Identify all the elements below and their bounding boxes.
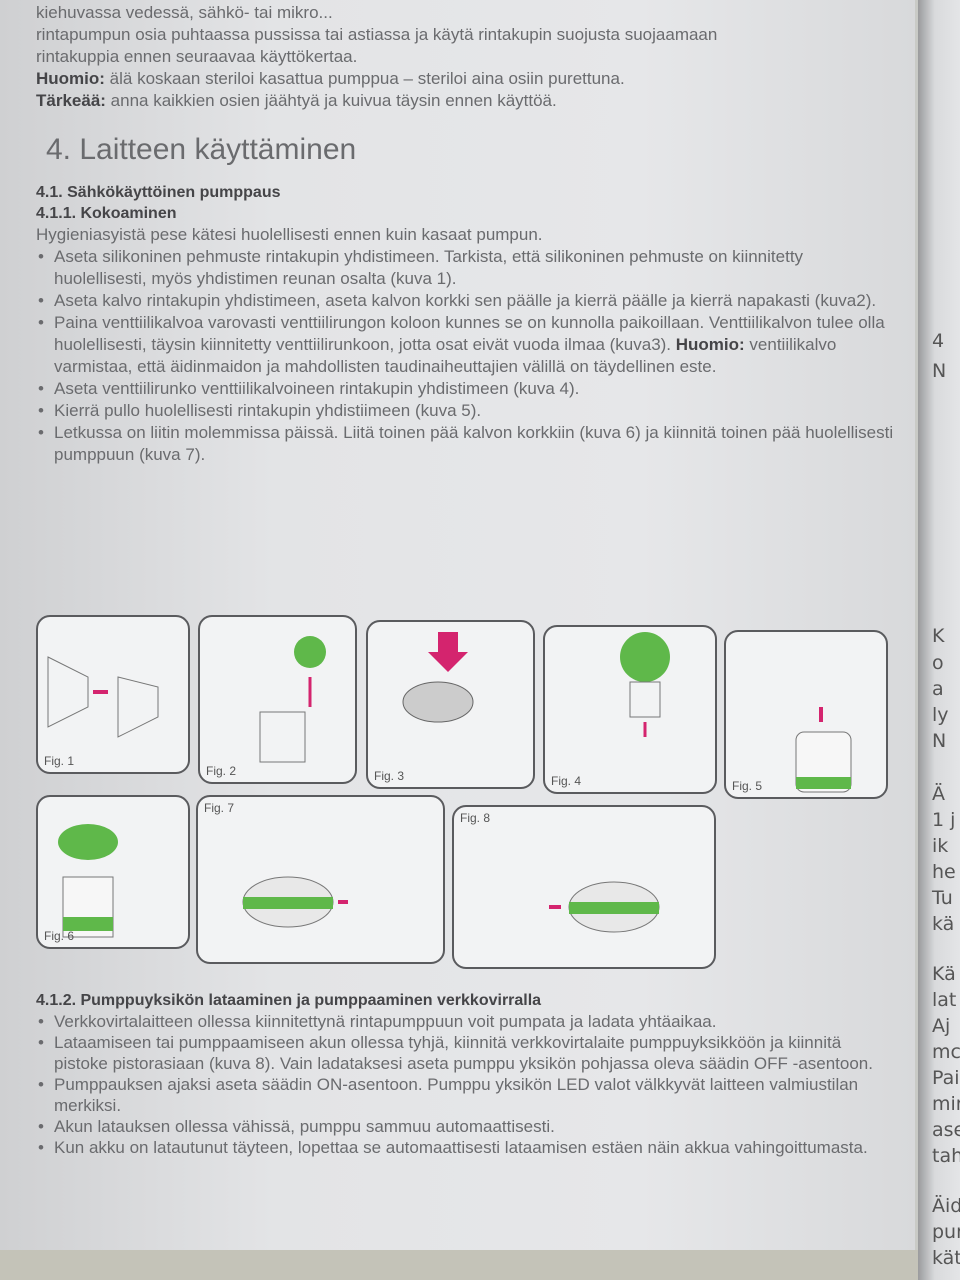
figure-7: Fig. 7 [196, 795, 445, 964]
subsection-title: 4.1. Sähkökäyttöinen pumppaus [36, 184, 281, 201]
text-line: rintakuppia ennen seuraavaa käyttökertaa… [36, 47, 358, 66]
list-item: Kun akku on latautunut täyteen, lopettaa… [36, 1137, 896, 1158]
list-item: Letkussa on liitin molemmissa päissä. Li… [36, 422, 896, 466]
figure-3: Fig. 3 [366, 620, 535, 789]
figure-4: Fig. 4 [543, 625, 717, 794]
list-item: Paina venttiilikalvoa varovasti venttiil… [36, 312, 896, 378]
list-item: Aseta kalvo rintakupin yhdistimeen, aset… [36, 290, 896, 312]
figure-6: Fig. 6 [36, 795, 190, 949]
figure-5: Fig. 5 [724, 630, 888, 799]
list-item: Aseta venttiilirunko venttiilikalvoineen… [36, 378, 896, 400]
list-item: Aseta silikoninen pehmuste rintakupin yh… [36, 246, 896, 290]
table-surface [0, 1250, 918, 1280]
note-tarkeaa: Tärkeää: anna kaikkien osien jäähtyä ja … [36, 91, 557, 110]
text-line: kiehuvassa vedessä, sähkö- tai mikro... [36, 3, 333, 22]
subsection-title: 4.1.1. Kokoaminen [36, 205, 177, 222]
section-title: 4. Laitteen käyttäminen [46, 133, 357, 166]
note-huomio: Huomio: älä koskaan steriloi kasattua pu… [36, 69, 625, 88]
intro-text: Hygieniasyistä pese kätesi huolellisesti… [36, 225, 543, 244]
figure-2: Fig. 2 [198, 615, 357, 784]
figure-8: Fig. 8 [452, 805, 716, 969]
list-item: Lataamiseen tai pumppaamiseen akun olles… [36, 1032, 896, 1074]
list-item: Verkkovirtalaitteen ollessa kiinnitettyn… [36, 1011, 896, 1032]
list-item: Kierrä pullo huolellisesti rintakupin yh… [36, 400, 896, 422]
figure-1: Fig. 1 [36, 615, 190, 774]
manual-page: kiehuvassa vedessä, sähkö- tai mikro... … [0, 0, 915, 1250]
text-line: rintapumpun osia puhtaassa pussissa tai … [36, 25, 718, 44]
list-item: Akun latauksen ollessa vähissä, pumppu s… [36, 1116, 896, 1137]
list-item: Pumppauksen ajaksi aseta säädin ON-asent… [36, 1074, 896, 1116]
subsection-title: 4.1.2. Pumppuyksikön lataaminen ja pumpp… [36, 992, 542, 1009]
